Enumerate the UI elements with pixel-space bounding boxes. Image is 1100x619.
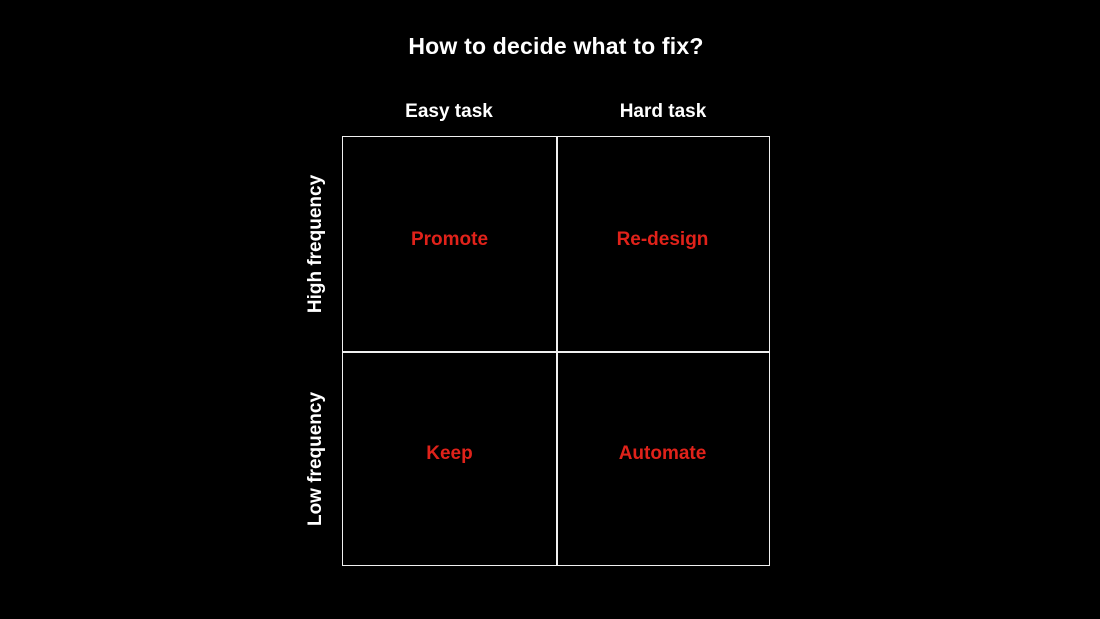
quadrant-label-automate: Automate [618, 443, 707, 464]
quadrant-low-frequency-hard-task: Automate [556, 351, 769, 565]
quadrant-label-redesign: Re-design [616, 229, 709, 250]
quadrant-low-frequency-easy-task: Keep [343, 351, 556, 565]
row-label-wrap-high-frequency: High frequency [294, 136, 338, 351]
row-label-wrap-low-frequency: Low frequency [294, 351, 338, 566]
slide-title: How to decide what to fix? [408, 33, 704, 59]
quadrant-high-frequency-hard-task: Re-design [556, 137, 769, 351]
row-label-low-frequency: Low frequency [305, 391, 327, 526]
quadrant-label-promote: Promote [410, 229, 489, 250]
quadrant-high-frequency-easy-task: Promote [343, 137, 556, 351]
column-header-easy-task: Easy task [405, 101, 493, 122]
matrix-grid: Promote Re-design Keep Automate [342, 136, 770, 566]
row-label-high-frequency: High frequency [305, 174, 326, 313]
column-header-hard-task: Hard task [619, 101, 707, 122]
quadrant-label-keep: Keep [426, 443, 473, 464]
grid-horizontal-divider [342, 351, 770, 353]
